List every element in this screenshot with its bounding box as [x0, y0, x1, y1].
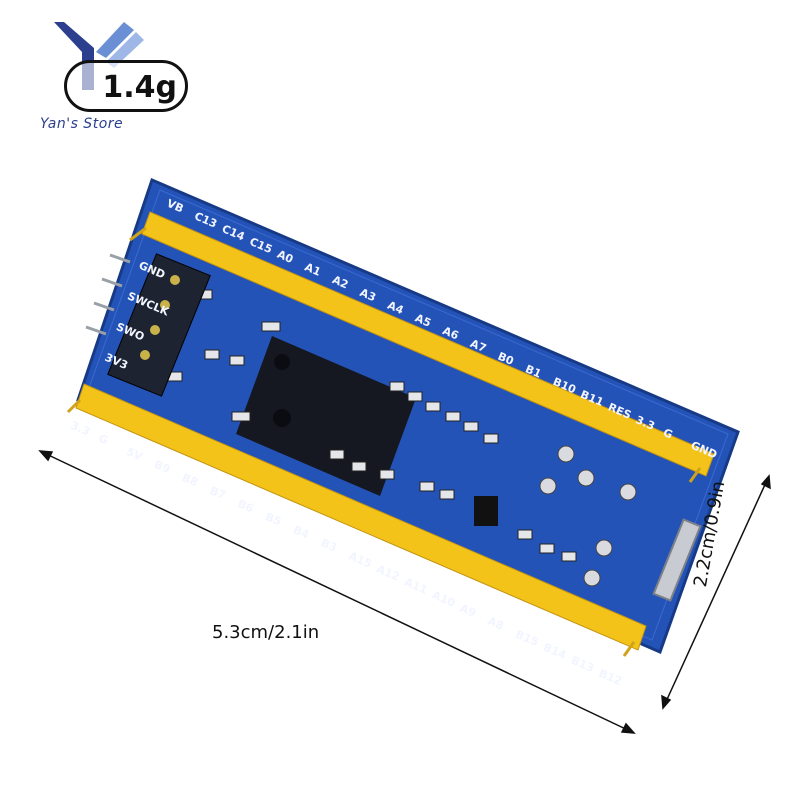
- pin-label: A15: [347, 549, 374, 570]
- pin-label: B1: [523, 362, 543, 380]
- pin-label: A9: [458, 602, 478, 620]
- swd-header: [107, 253, 211, 397]
- store-name: Yan's Store: [40, 116, 124, 132]
- pin-label: 3.3: [69, 419, 92, 439]
- swd-pins: [85, 253, 131, 336]
- weight-badge: 1.4g: [64, 60, 188, 112]
- mcu-chip: [236, 336, 416, 496]
- width-dimension-arrow: [661, 474, 771, 710]
- pin-label: B8: [180, 471, 200, 489]
- pin-label: B14: [541, 641, 568, 662]
- length-dimension-label: 5.3cm/2.1in: [212, 622, 320, 643]
- pin-label: B15: [513, 628, 540, 649]
- pin-label: 5V: [124, 445, 144, 463]
- stm32-board: [76, 177, 740, 655]
- pin-label: A1: [303, 260, 323, 278]
- pin-label: B7: [208, 484, 228, 502]
- pin-label: A5: [413, 311, 433, 329]
- pin-label: A11: [402, 575, 429, 596]
- usb-port: [652, 518, 702, 602]
- length-dimension-arrow: [38, 450, 636, 734]
- pin-label: B12: [597, 667, 624, 688]
- pin-label: G: [97, 432, 110, 447]
- pin-label: A12: [375, 562, 402, 583]
- pin-tips: [66, 226, 702, 657]
- pin-label: A2: [330, 273, 350, 291]
- pin-label: A6: [441, 324, 461, 342]
- pin-label: B6: [236, 497, 256, 515]
- pin-label: A7: [468, 337, 488, 355]
- pin-label: A3: [358, 286, 378, 304]
- pin-label: B0: [496, 350, 516, 368]
- top-pin-header: [141, 211, 715, 477]
- pin-label: B13: [569, 654, 596, 675]
- pin-label: B4: [291, 523, 311, 541]
- weight-value: 1.4g: [102, 70, 177, 105]
- pin-label: A4: [385, 299, 405, 317]
- pin-label: A8: [486, 615, 506, 633]
- pin-label: B3: [319, 536, 339, 554]
- pin-label: B5: [263, 510, 283, 528]
- regulator-chip: [474, 496, 498, 526]
- pin-label: A10: [430, 588, 457, 609]
- pin-label: A0: [275, 248, 295, 266]
- pin-label: B9: [152, 458, 172, 476]
- pin-label: VB: [165, 197, 186, 216]
